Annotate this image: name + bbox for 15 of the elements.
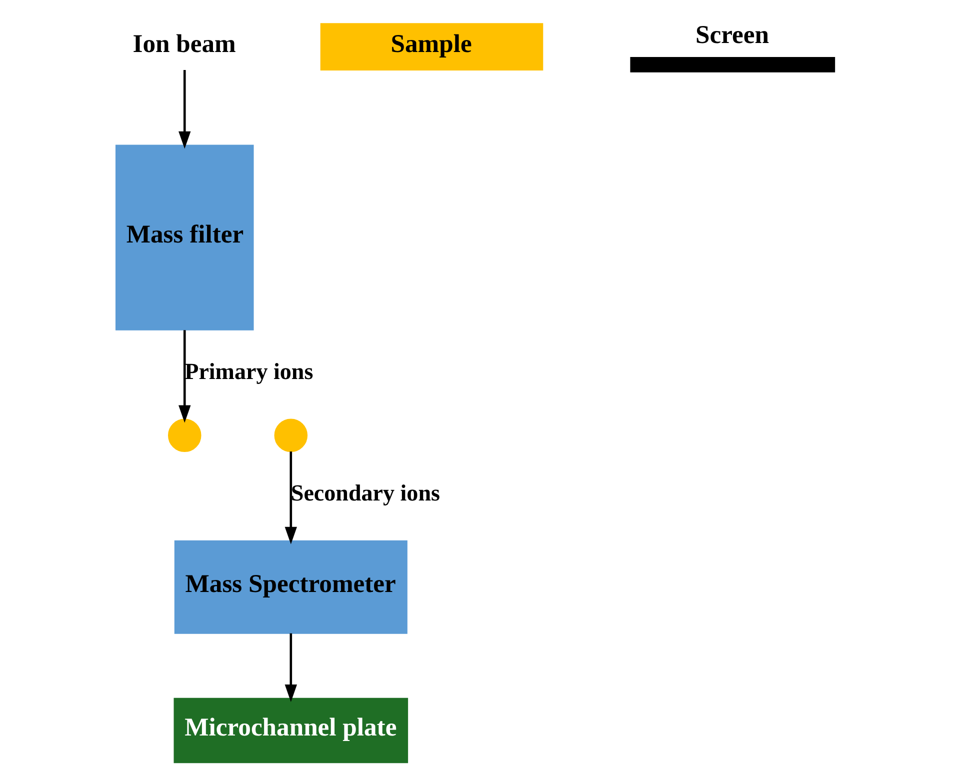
node-circle <box>168 418 202 452</box>
edge-label: Secondary ions <box>290 480 440 506</box>
node-box: Sample <box>320 23 544 70</box>
node-text: Ion beam <box>132 28 236 58</box>
arrow <box>178 330 191 423</box>
arrow <box>284 633 297 702</box>
node-box: Mass filter <box>115 144 254 330</box>
arrow <box>178 70 191 149</box>
node-label: Screen <box>696 20 769 49</box>
node-box <box>630 57 836 72</box>
arrow <box>284 452 297 544</box>
edge-label: Primary ions <box>184 358 314 384</box>
node-box: Microchannel plate <box>174 698 408 764</box>
node-circle <box>274 418 308 452</box>
node-box: Mass Spectrometer <box>174 540 408 634</box>
